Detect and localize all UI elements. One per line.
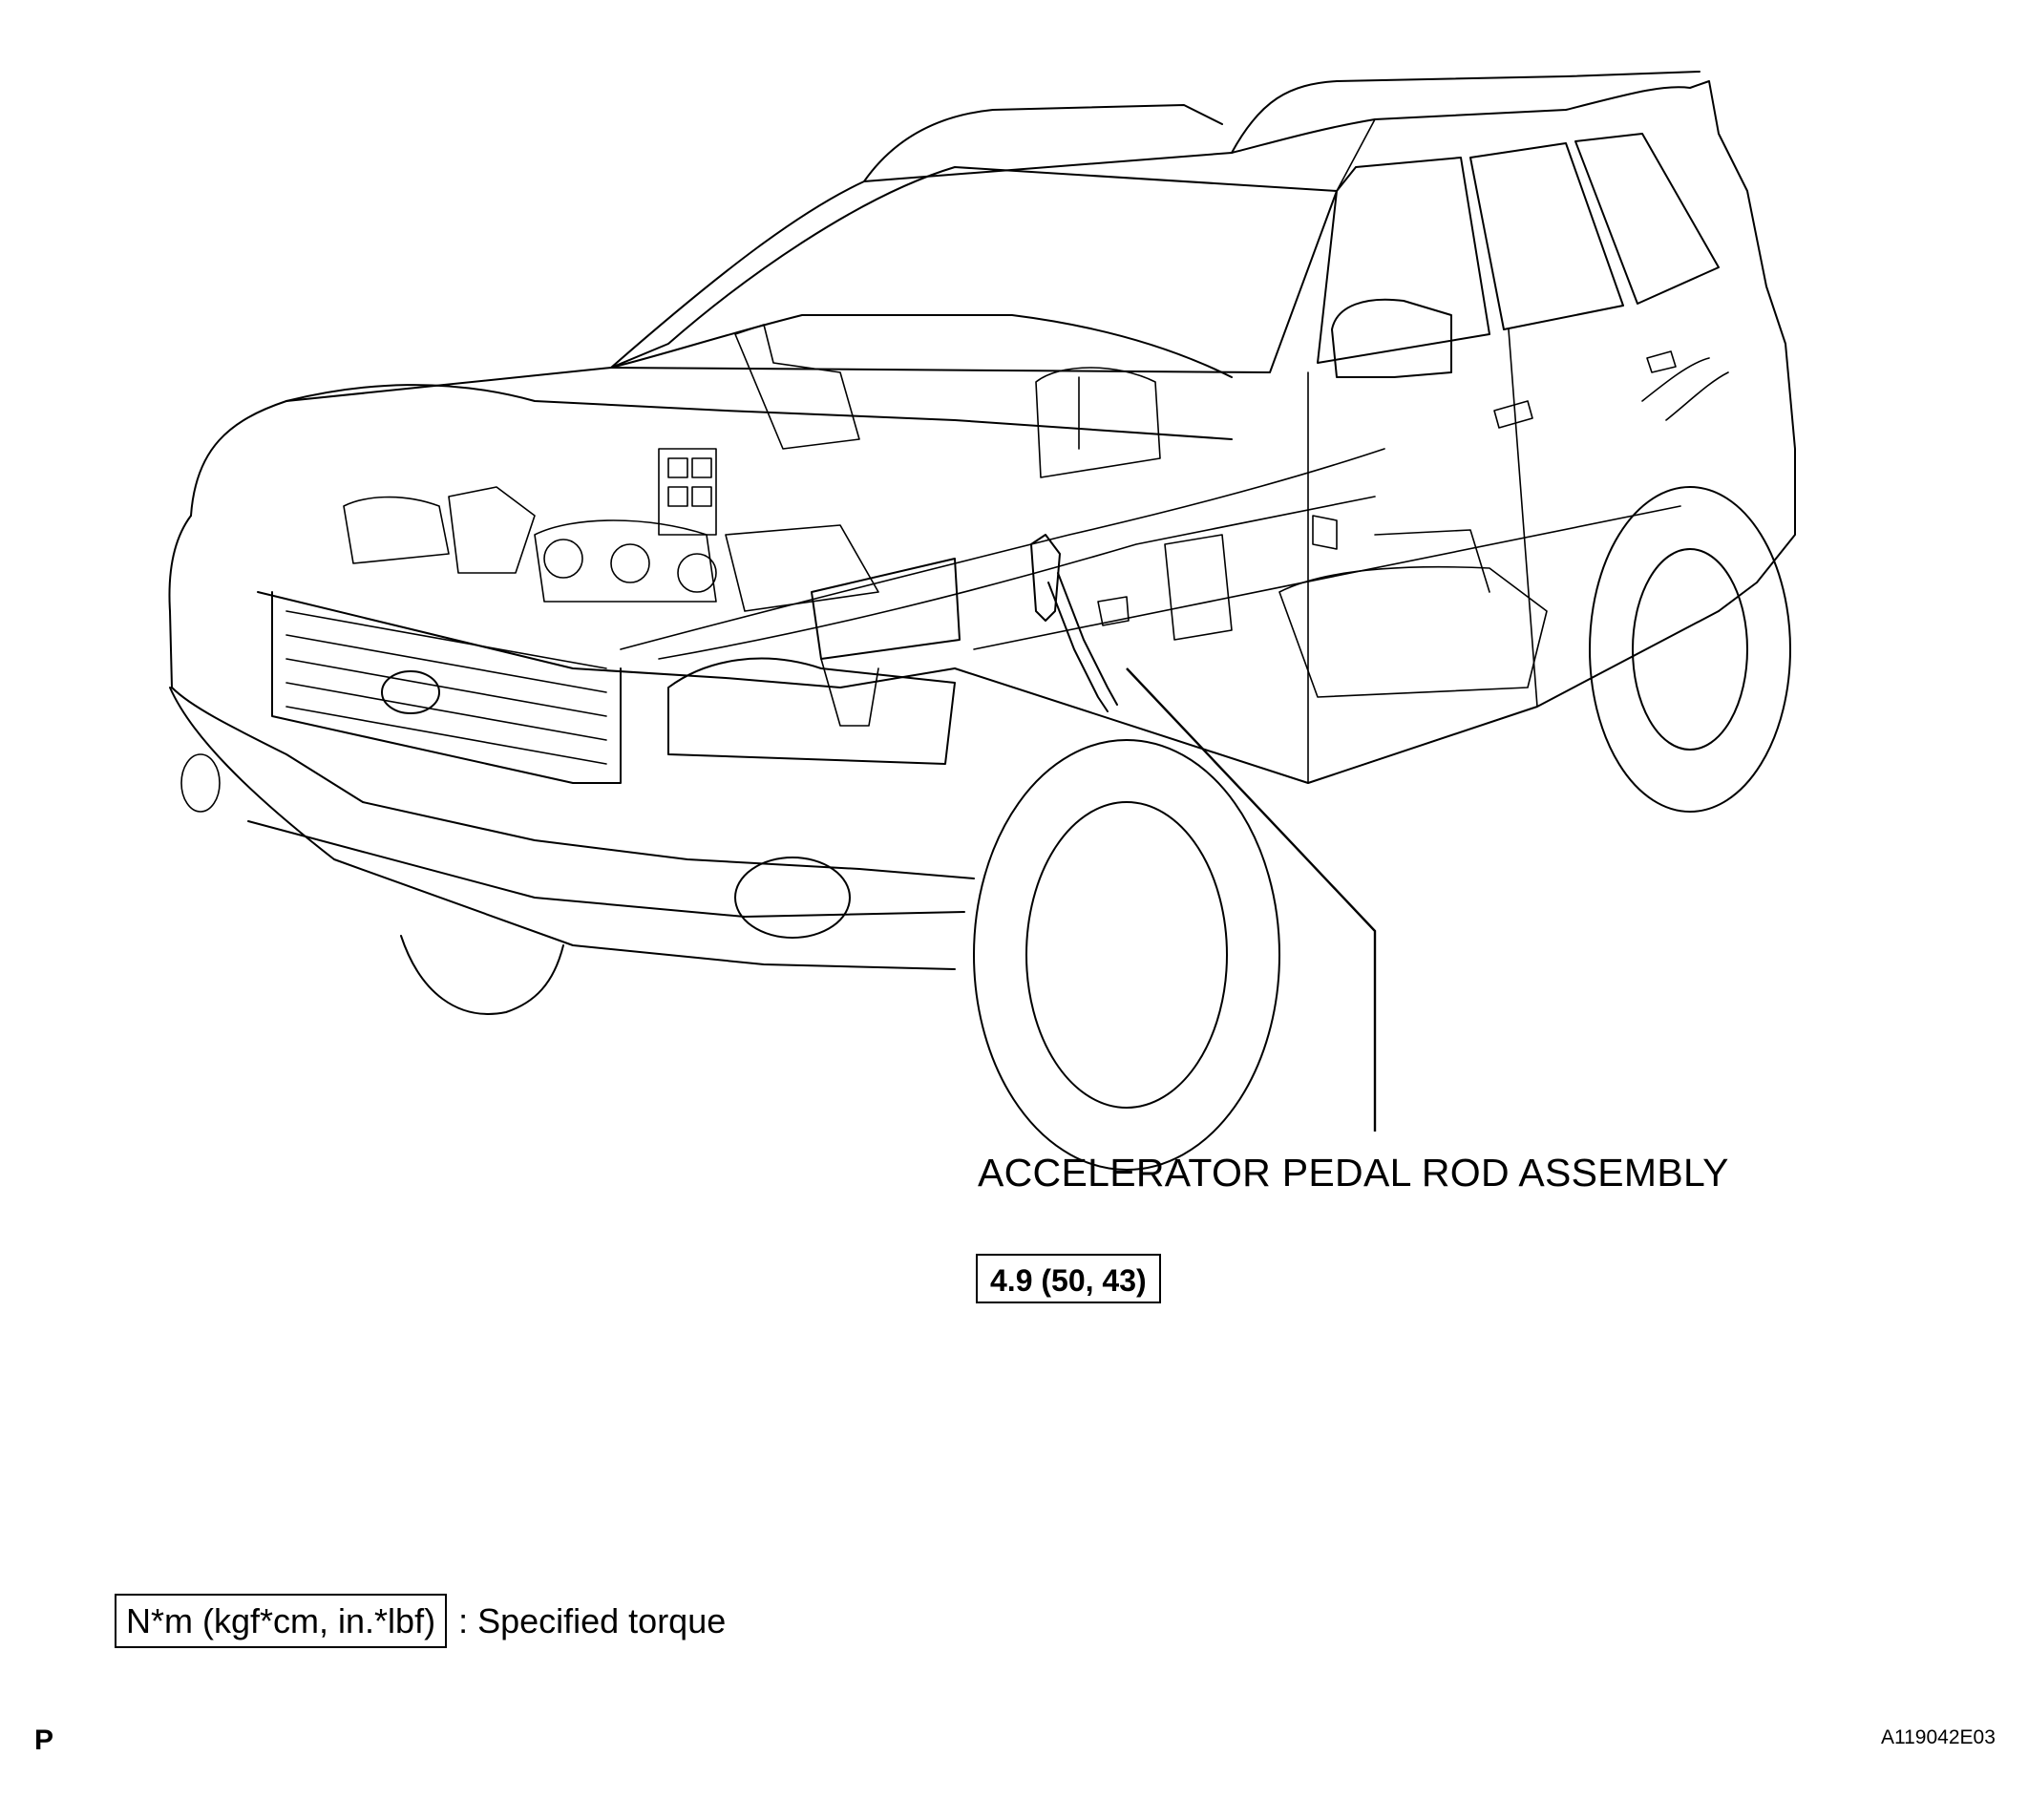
figure-id: A119042E03 bbox=[1881, 1726, 1996, 1748]
vehicle-body bbox=[168, 71, 1796, 970]
accelerator-pedal-rod bbox=[1030, 534, 1130, 712]
torque-legend: N*m (kgf*cm, in.*lbf) : Specified torque bbox=[115, 1594, 726, 1648]
torque-unit-box: N*m (kgf*cm, in.*lbf) bbox=[115, 1594, 448, 1648]
vehicle-front bbox=[180, 591, 956, 939]
wheels bbox=[400, 486, 1791, 1171]
torque-legend-text: : Specified torque bbox=[458, 1600, 727, 1640]
torque-spec-box: 4.9 (50, 43) bbox=[976, 1254, 1161, 1303]
page-letter: P bbox=[34, 1725, 54, 1756]
leader-line bbox=[1126, 667, 1377, 1132]
engine-bay bbox=[343, 324, 1161, 727]
harness-and-tank bbox=[620, 357, 1729, 698]
part-label: ACCELERATOR PEDAL ROD ASSEMBLY bbox=[978, 1151, 1729, 1195]
